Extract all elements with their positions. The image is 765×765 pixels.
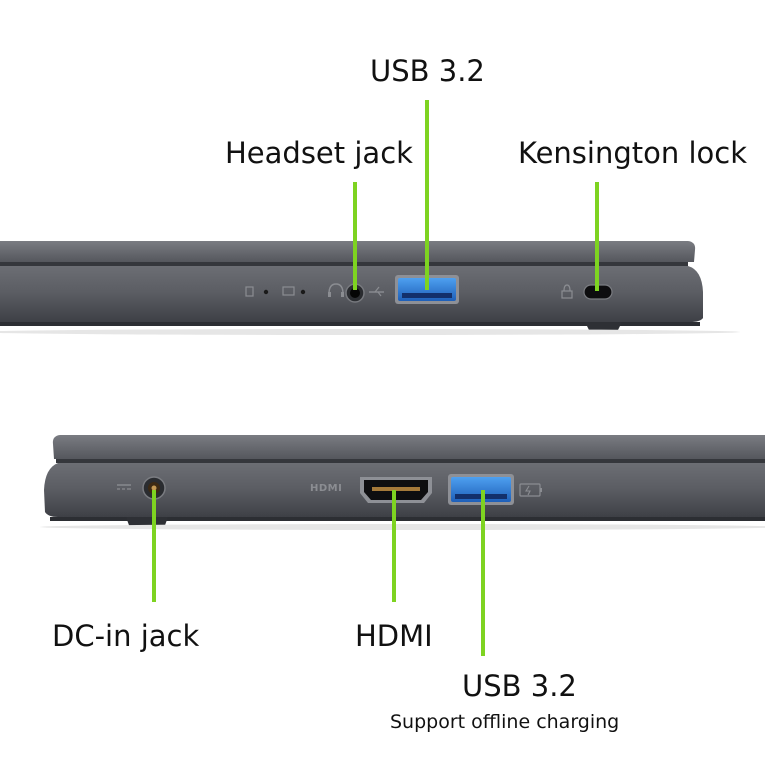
dc-in-leader (152, 490, 156, 602)
battery-indicator-icon (282, 286, 306, 296)
usb-top-label: USB 3.2 (370, 54, 485, 88)
top-lid (0, 241, 696, 262)
headset-leader (353, 182, 357, 290)
dc-in-jack-label: DC-in jack (52, 619, 200, 653)
top-foot (585, 322, 622, 330)
bottom-laptop-left-side (40, 435, 765, 530)
bottom-lid (52, 435, 765, 459)
kensington-lock-label: Kensington lock (518, 136, 747, 170)
hdmi-port-marking: HDMI (310, 483, 343, 494)
hdmi-port (360, 477, 432, 503)
usb-bottom-leader (481, 490, 485, 656)
usb-charging-icon (519, 483, 542, 497)
usb-top-leader (425, 100, 429, 290)
dc-icon (117, 484, 131, 490)
top-laptop-right-side (0, 241, 740, 335)
usb-offline-charging-label: Support offline charging (390, 711, 620, 733)
headset-icon (328, 283, 344, 297)
lock-icon (561, 284, 573, 299)
led-indicator-icon (245, 286, 269, 297)
headset-jack-label: Headset jack (225, 136, 413, 170)
usb-bottom-label: USB 3.2 (462, 669, 577, 703)
usb-icon (369, 286, 384, 297)
hdmi-leader (392, 490, 396, 602)
kensington-leader (595, 182, 599, 291)
hdmi-label: HDMI (355, 619, 433, 653)
